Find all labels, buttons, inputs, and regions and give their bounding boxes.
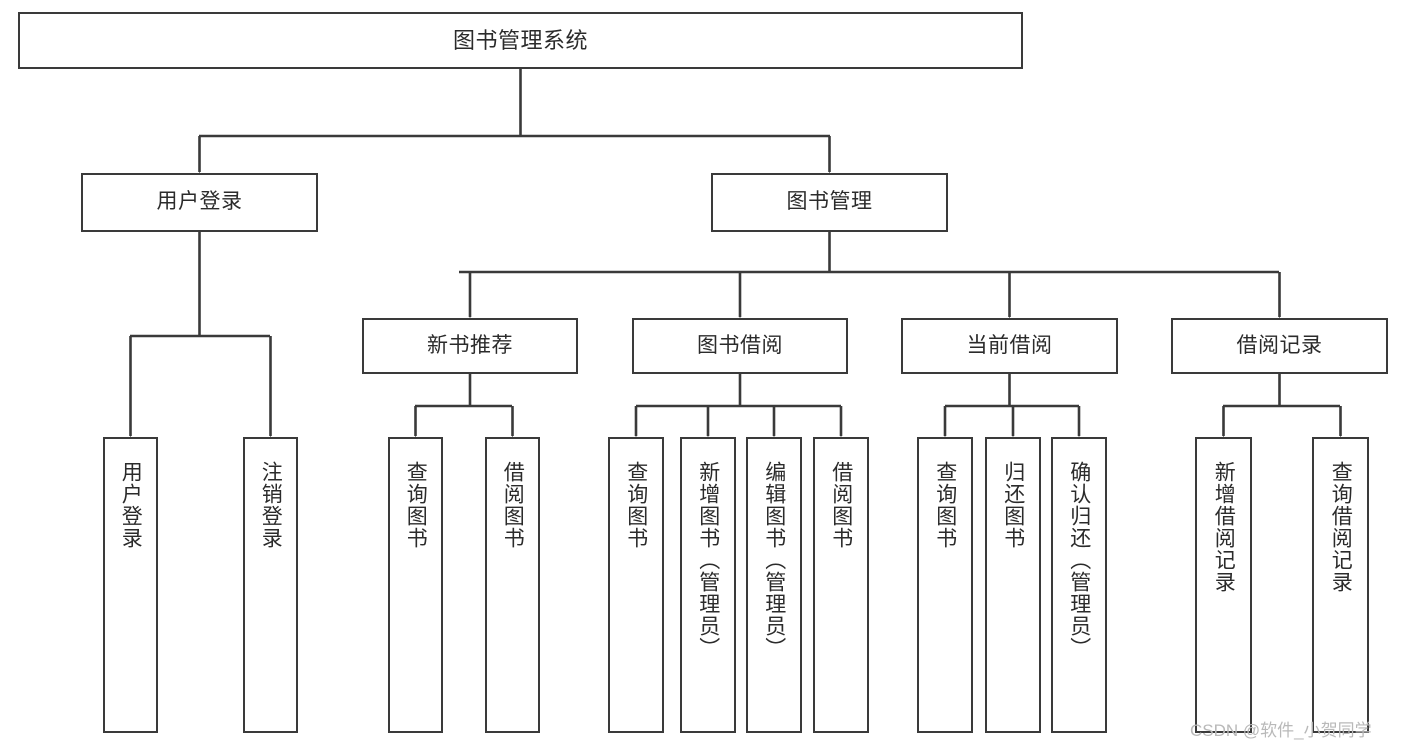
node-label: 查询借阅记录 xyxy=(1329,461,1353,593)
node-leaf-query-1: 查询图书 xyxy=(388,437,443,733)
node-leaf-editbook: 编辑图书（管理员） xyxy=(746,437,802,733)
node-current: 当前借阅 xyxy=(901,318,1118,374)
node-leaf-addbook: 新增图书（管理员） xyxy=(680,437,736,733)
node-leaf-confirm: 确认归还（管理员） xyxy=(1051,437,1107,733)
node-leaf-borrow-1: 借阅图书 xyxy=(485,437,540,733)
node-records: 借阅记录 xyxy=(1171,318,1388,374)
node-leaf-queryrecord: 查询借阅记录 xyxy=(1312,437,1369,733)
node-label: 图书管理 xyxy=(786,190,873,214)
node-borrow: 图书借阅 xyxy=(632,318,848,374)
node-root: 图书管理系统 xyxy=(18,12,1023,69)
node-label: 新增借阅记录 xyxy=(1212,461,1236,593)
node-label: 归还图书 xyxy=(1001,461,1025,549)
node-login: 用户登录 xyxy=(81,173,318,232)
node-label: 新书推荐 xyxy=(427,333,513,357)
node-label: 查询图书 xyxy=(404,461,428,549)
node-label: 查询图书 xyxy=(624,461,648,549)
node-label: 借阅图书 xyxy=(501,461,525,549)
node-leaf-query-3: 查询图书 xyxy=(917,437,973,733)
node-leaf-return: 归还图书 xyxy=(985,437,1041,733)
node-label: 注销登录 xyxy=(259,461,283,549)
node-leaf-query-2: 查询图书 xyxy=(608,437,664,733)
node-label: 图书借阅 xyxy=(697,333,783,357)
node-bookmgmt: 图书管理 xyxy=(711,173,948,232)
node-label: 新增图书（管理员） xyxy=(696,461,720,659)
csdn-watermark: CSDN @软件_小贺同学 xyxy=(1190,721,1372,740)
node-newbook: 新书推荐 xyxy=(362,318,578,374)
node-label: 借阅记录 xyxy=(1236,333,1323,357)
node-label: 借阅图书 xyxy=(829,461,853,549)
node-leaf-logout: 注销登录 xyxy=(243,437,298,733)
node-label: 当前借阅 xyxy=(966,333,1053,357)
node-label: 确认归还（管理员） xyxy=(1067,461,1091,659)
node-leaf-addrecord: 新增借阅记录 xyxy=(1195,437,1252,733)
node-leaf-borrow-2: 借阅图书 xyxy=(813,437,869,733)
node-label: 用户登录 xyxy=(119,461,143,549)
node-label: 查询图书 xyxy=(933,461,957,549)
node-label: 编辑图书（管理员） xyxy=(762,461,786,659)
node-leaf-userlogin: 用户登录 xyxy=(103,437,158,733)
node-label: 用户登录 xyxy=(156,190,243,214)
node-label: 图书管理系统 xyxy=(452,27,588,53)
